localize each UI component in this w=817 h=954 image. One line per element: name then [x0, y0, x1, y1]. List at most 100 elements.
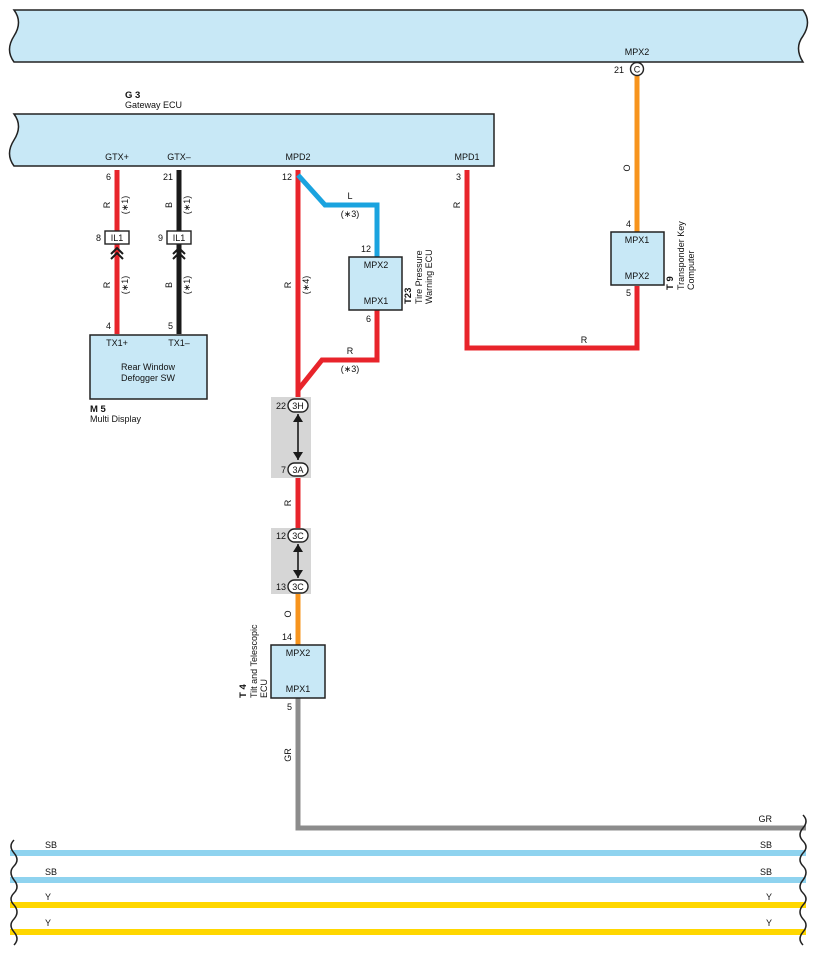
- junction-1-top-connector: [287, 398, 309, 413]
- gtx-minus-junction-pin: 9: [158, 233, 163, 243]
- bottom-line-3-right: Y: [766, 892, 772, 902]
- transponder-box: [610, 231, 665, 286]
- tilt-pin-in-label: MPX2: [286, 648, 311, 658]
- wire-tilt-out: [295, 698, 806, 831]
- bottom-line-2-left: SB: [45, 867, 57, 877]
- bottom-line-2-right: SB: [760, 867, 772, 877]
- tpms-name-1: Tire Pressure: [414, 250, 424, 304]
- gateway-pin-mpd2: MPD2: [285, 152, 310, 162]
- gateway-name: Gateway ECU: [125, 100, 182, 110]
- gtx-plus-color-top: R: [102, 201, 112, 208]
- transponder-pin-out: 5: [626, 288, 631, 298]
- gtx-minus-pin-bottom: 5: [168, 321, 173, 331]
- top-ribbon-connector-label: C: [634, 65, 641, 75]
- tpms-pin-out-label: MPX1: [364, 296, 389, 306]
- gtx-plus-junction-pin: 8: [96, 233, 101, 243]
- tilt-box: [270, 644, 326, 699]
- gtx-minus-note-top: (∗1): [182, 196, 192, 215]
- tpms-branch-color: L: [347, 191, 352, 201]
- tpms-return-note: (∗3): [341, 364, 360, 374]
- gateway-pin-gtx-minus: GTX–: [167, 152, 191, 162]
- gateway-pin-mpd1: MPD1: [454, 152, 479, 162]
- mpd2-note: (∗4): [301, 276, 311, 295]
- multi-display-name: Multi Display: [90, 414, 142, 424]
- multi-display-label-2: Defogger SW: [121, 373, 176, 383]
- gtx-plus-pin-bottom: 4: [106, 321, 111, 331]
- multi-display-box: [89, 334, 208, 400]
- junction-2-arrow-down-icon: [293, 570, 303, 578]
- gtx-minus-color-top: B: [164, 202, 174, 208]
- gtx-minus-color-bot: B: [164, 282, 174, 288]
- tilt-name-2: ECU: [259, 679, 269, 698]
- tilt-out-label-right: GR: [759, 814, 773, 824]
- bottom-line-4-left: Y: [45, 918, 51, 928]
- gateway-ecu-box: [8, 113, 495, 167]
- mpd1-color-horizontal: R: [581, 335, 588, 345]
- tpms-pin-out: 6: [366, 314, 371, 324]
- junction-link-color: R: [283, 499, 293, 506]
- gateway-code: G 3: [125, 90, 140, 101]
- multi-display-label-1: Rear Window: [121, 362, 176, 372]
- gtx-plus-junction-label: IL1: [111, 233, 124, 243]
- bottom-line-4-right: Y: [766, 918, 772, 928]
- mpd2-color: R: [283, 281, 293, 288]
- gtx-minus-junction-label: IL1: [173, 233, 186, 243]
- left-break-mark: [10, 839, 18, 946]
- wire-mpd1: [464, 170, 640, 351]
- junction-1-arrow-up-icon: [293, 414, 303, 422]
- wire-tpms-branch: [296, 173, 380, 257]
- gtx-minus-junction-box: [166, 230, 192, 245]
- junction-1-arrow-down-icon: [293, 452, 303, 460]
- junction-2-arrow-up-icon: [293, 544, 303, 552]
- top-ribbon: [8, 9, 809, 63]
- gtx-plus-junction-box: [104, 230, 130, 245]
- junction-2-top-connector: [287, 528, 309, 543]
- transponder-name-1: Transponder Key: [676, 221, 686, 290]
- tilt-feed-color: O: [283, 610, 293, 617]
- transponder-pin-in: 4: [626, 219, 631, 229]
- gtx-plus-color-bot: R: [102, 281, 112, 288]
- gtx-plus-note-top: (∗1): [120, 196, 130, 215]
- tpms-pin-in-label: MPX2: [364, 260, 389, 270]
- junction-2-bottom-connector: [287, 579, 309, 594]
- multi-display-pin2: TX1–: [168, 338, 190, 348]
- tilt-pin-in: 14: [282, 632, 292, 642]
- multi-display-pin1: TX1+: [106, 338, 128, 348]
- junction-1-bottom-pin: 7: [281, 465, 286, 475]
- gtx-minus-chevron-icon: [172, 246, 186, 260]
- transponder-pin-in-label: MPX1: [625, 235, 650, 245]
- top-ribbon-connector: [629, 61, 645, 77]
- bottom-line-1-left: SB: [45, 840, 57, 850]
- transponder-pin-out-label: MPX2: [625, 271, 650, 281]
- transponder-code: T 9: [665, 276, 676, 290]
- mpd1-color: R: [452, 201, 462, 208]
- tilt-out-color: GR: [283, 748, 293, 762]
- junction-2-bottom-connector-label: 3C: [292, 582, 304, 592]
- gtx-minus-pin-top: 21: [163, 172, 173, 182]
- gtx-plus-pin-top: 6: [106, 172, 111, 182]
- junction-2-top-pin: 12: [276, 531, 286, 541]
- wire-tpms-return: [296, 310, 380, 392]
- top-ribbon-pin-number: 21: [614, 65, 624, 75]
- gtx-minus-note-bot: (∗1): [182, 276, 192, 295]
- tpms-name-2: Warning ECU: [424, 249, 434, 304]
- tpms-pin-in: 12: [361, 244, 371, 254]
- gtx-plus-chevron-icon: [110, 246, 124, 260]
- tpms-return-color: R: [347, 346, 354, 356]
- top-ribbon-pin-label: MPX2: [625, 47, 650, 57]
- bottom-line-1-right: SB: [760, 840, 772, 850]
- junction-1-bottom-connector: [287, 462, 309, 477]
- tilt-code: T 4: [238, 684, 249, 698]
- tilt-name-1: Tilt and Telescopic: [249, 624, 259, 698]
- gtx-plus-note-bot: (∗1): [120, 276, 130, 295]
- junction-1-top-pin: 22: [276, 401, 286, 411]
- junction-1-top-connector-label: 3H: [292, 401, 304, 411]
- tilt-pin-out: 5: [287, 702, 292, 712]
- tpms-box: [348, 256, 403, 311]
- mpd1-pin-top: 3: [456, 172, 461, 182]
- transponder-feed-color: O: [622, 164, 632, 171]
- tilt-pin-out-label: MPX1: [286, 684, 311, 694]
- transponder-name-2: Computer: [686, 250, 696, 290]
